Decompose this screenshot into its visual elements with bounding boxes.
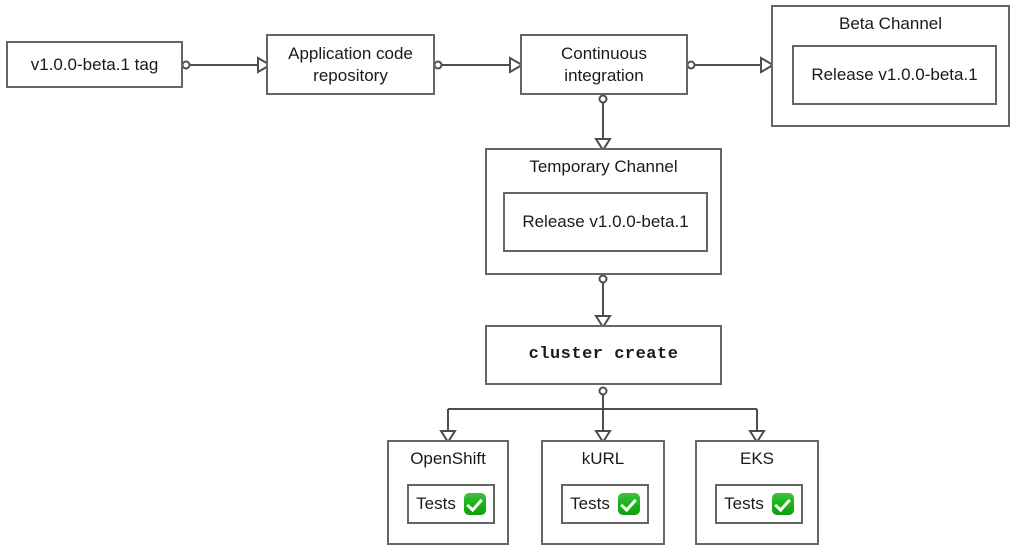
node-beta-channel-title: Beta Channel (838, 14, 943, 33)
node-target-openshift-title: OpenShift (410, 449, 486, 468)
node-temporary-channel-release-label: Release v1.0.0-beta.1 (522, 212, 689, 232)
edge-cluster-create-to-targets (439, 386, 766, 444)
node-beta-channel[interactable]: Beta Channel Release v1.0.0-beta.1 (771, 5, 1010, 127)
node-continuous-integration[interactable]: Continuous integration (520, 34, 688, 95)
edge-tag-to-repo (181, 56, 272, 74)
edge-ci-to-beta-channel (686, 56, 775, 74)
tests-label-kurl: Tests (570, 494, 610, 514)
tests-status-eks[interactable]: Tests (715, 484, 803, 524)
tests-label-eks: Tests (724, 494, 764, 514)
node-target-openshift[interactable]: OpenShift Tests (387, 440, 509, 545)
green-check-icon (771, 493, 794, 515)
edge-ci-to-temporary-channel (594, 94, 612, 152)
green-check-icon (463, 493, 486, 515)
node-temporary-channel[interactable]: Temporary Channel Release v1.0.0-beta.1 (485, 148, 722, 275)
node-beta-channel-release[interactable]: Release v1.0.0-beta.1 (792, 45, 997, 105)
node-temporary-channel-title: Temporary Channel (529, 157, 678, 176)
green-check-icon (617, 493, 640, 515)
node-application-code-repository[interactable]: Application code repository (266, 34, 435, 95)
edge-temporary-channel-to-cluster-create (594, 274, 612, 329)
node-application-code-repository-label: Application code repository (288, 44, 413, 85)
node-version-tag-label: v1.0.0-beta.1 tag (30, 54, 159, 74)
tests-status-kurl[interactable]: Tests (561, 484, 649, 524)
node-target-eks[interactable]: EKS Tests (695, 440, 819, 545)
node-cluster-create-label: cluster create (528, 345, 679, 365)
node-version-tag[interactable]: v1.0.0-beta.1 tag (6, 41, 183, 88)
node-temporary-channel-release[interactable]: Release v1.0.0-beta.1 (503, 192, 708, 252)
node-target-kurl-title: kURL (581, 449, 625, 468)
edge-repo-to-ci (433, 56, 524, 74)
tests-label-openshift: Tests (416, 494, 456, 514)
node-cluster-create[interactable]: cluster create (485, 325, 722, 385)
node-target-eks-title: EKS (739, 449, 775, 468)
tests-status-openshift[interactable]: Tests (407, 484, 495, 524)
node-continuous-integration-label: Continuous integration (560, 44, 647, 85)
node-target-kurl[interactable]: kURL Tests (541, 440, 665, 545)
node-beta-channel-release-label: Release v1.0.0-beta.1 (811, 65, 978, 85)
